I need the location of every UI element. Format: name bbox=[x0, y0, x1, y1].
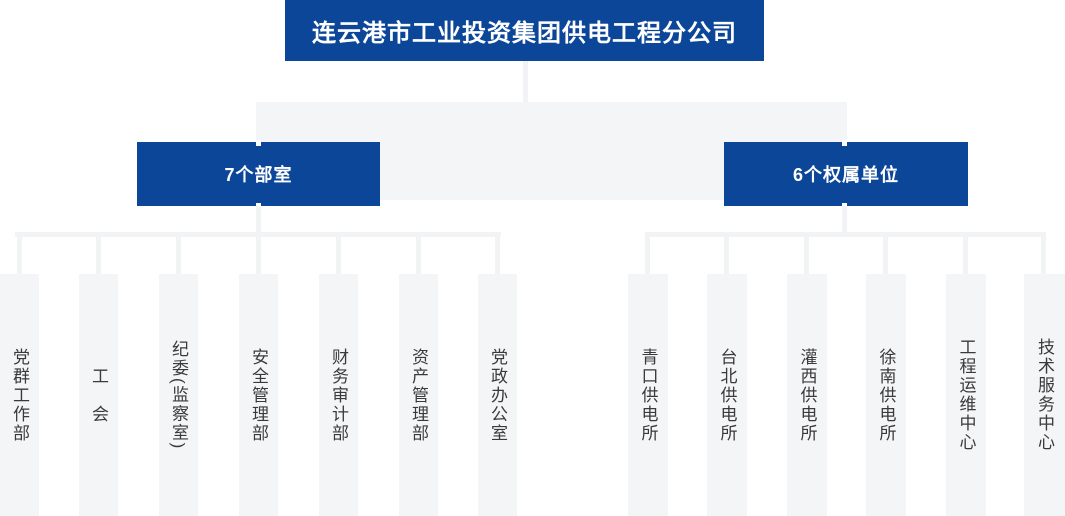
connector-notch bbox=[256, 203, 261, 206]
connector-root-drop bbox=[523, 61, 528, 102]
connector-right-group-drop bbox=[842, 206, 847, 232]
connector-left-group-drop bbox=[256, 206, 261, 274]
unit-column: 工程运维中心 bbox=[946, 274, 986, 516]
connector-notch bbox=[842, 203, 847, 206]
dept-column: 党群工作部 bbox=[0, 274, 39, 516]
connector-drop bbox=[17, 237, 22, 274]
group-node-departments-label: 7个部室 bbox=[224, 165, 293, 185]
unit-column: 技术服务中心 bbox=[1024, 274, 1065, 516]
connector-drop bbox=[883, 237, 888, 274]
unit-label: 工程运维中心 bbox=[956, 338, 976, 452]
dept-label: 安全管理部 bbox=[249, 347, 268, 443]
group-node-subsidiaries: 6个权属单位 bbox=[724, 142, 968, 206]
unit-column: 青口供电所 bbox=[628, 274, 668, 516]
connector-drop bbox=[724, 237, 729, 274]
connector-drop bbox=[645, 237, 650, 274]
connector-drop bbox=[336, 237, 341, 274]
dept-label: 财务审计部 bbox=[329, 347, 348, 443]
connector-drop bbox=[96, 237, 101, 274]
unit-column: 灌西供电所 bbox=[787, 274, 827, 516]
group-node-subsidiaries-label: 6个权属单位 bbox=[792, 165, 899, 185]
dept-column: 安全管理部 bbox=[239, 274, 278, 516]
connector-left-horizontal bbox=[15, 232, 501, 237]
connector-right-horizontal bbox=[645, 232, 1046, 237]
connector-drop bbox=[495, 237, 500, 274]
connector-drop bbox=[804, 237, 809, 274]
dept-label: 党群工作部 bbox=[10, 347, 29, 443]
dept-label: 纪委(监察室) bbox=[169, 339, 188, 451]
connector-drop bbox=[963, 237, 968, 274]
connector-drop bbox=[416, 237, 421, 274]
connector-notch bbox=[842, 140, 847, 146]
unit-label: 徐南供电所 bbox=[876, 347, 896, 443]
dept-column: 纪委(监察室) bbox=[159, 274, 198, 516]
unit-label: 灌西供电所 bbox=[797, 347, 817, 443]
root-node-label: 连云港市工业投资集团供电工程分公司 bbox=[312, 20, 737, 47]
unit-column: 徐南供电所 bbox=[866, 274, 906, 516]
unit-label: 青口供电所 bbox=[638, 347, 658, 443]
group-node-departments: 7个部室 bbox=[137, 142, 380, 206]
dept-label: 党政办公室 bbox=[488, 347, 507, 443]
connector-drop bbox=[176, 237, 181, 274]
unit-column: 台北供电所 bbox=[707, 274, 747, 516]
unit-label: 台北供电所 bbox=[717, 347, 737, 443]
dept-column: 资产管理部 bbox=[399, 274, 438, 516]
connector-drop bbox=[1041, 237, 1046, 274]
connector-notch bbox=[256, 140, 261, 146]
unit-label: 技术服务中心 bbox=[1035, 338, 1054, 452]
dept-label: 工 会 bbox=[89, 366, 108, 424]
dept-column: 工 会 bbox=[79, 274, 118, 516]
dept-label: 资产管理部 bbox=[409, 347, 428, 443]
root-node: 连云港市工业投资集团供电工程分公司 bbox=[285, 0, 764, 61]
dept-column: 党政办公室 bbox=[478, 274, 517, 516]
dept-column: 财务审计部 bbox=[319, 274, 358, 516]
